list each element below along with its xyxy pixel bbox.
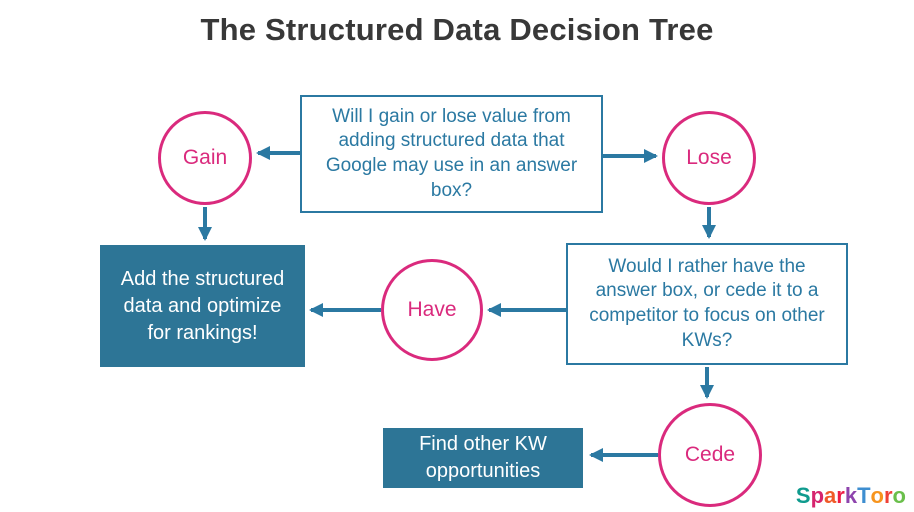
node-question-rather-have-or-cede: Would I rather have the answer box, or c… xyxy=(566,243,848,365)
logo-letter: a xyxy=(824,483,837,508)
logo-letter: T xyxy=(857,483,871,508)
logo-letter: S xyxy=(795,483,811,508)
logo-letter: k xyxy=(844,483,858,508)
logo-letter: o xyxy=(870,483,884,508)
node-action-add-structured-data: Add the structured data and optimize for… xyxy=(100,245,305,367)
node-action-find-other-kw: Find other KW opportunities xyxy=(383,428,583,488)
logo-letter: r xyxy=(883,483,893,508)
page-title: The Structured Data Decision Tree xyxy=(200,12,714,47)
logo-letter: o xyxy=(892,483,906,508)
node-circle-lose: Lose xyxy=(662,111,756,205)
logo-letter: p xyxy=(810,483,825,508)
sparktoro-logo: SparkToro xyxy=(796,483,906,509)
logo-letter: r xyxy=(836,483,845,508)
node-circle-gain: Gain xyxy=(158,111,252,205)
node-circle-cede: Cede xyxy=(658,403,762,507)
node-question-gain-or-lose: Will I gain or lose value from adding st… xyxy=(300,95,603,213)
node-circle-have: Have xyxy=(381,259,483,361)
